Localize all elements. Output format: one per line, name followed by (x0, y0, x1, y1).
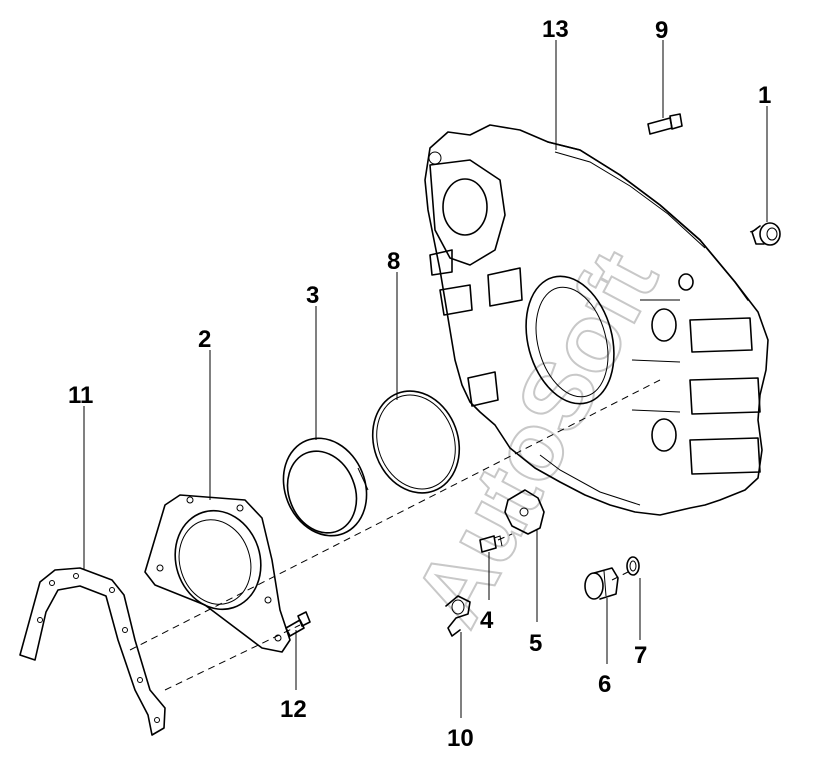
callout-11: 11 (68, 382, 93, 409)
callout-3: 3 (306, 282, 319, 309)
gasket-part (19, 567, 166, 736)
screw-part (285, 611, 311, 637)
callout-1: 1 (758, 82, 771, 109)
callout-labels: 1 2 3 4 5 6 7 8 9 10 11 12 13 (68, 16, 771, 752)
leader-lines (83, 40, 768, 718)
washer-part (626, 556, 640, 576)
plug-part (584, 567, 619, 600)
small-bolt-part (479, 535, 503, 553)
callout-7: 7 (634, 642, 647, 669)
callout-9: 9 (655, 17, 668, 44)
flywheel-housing (424, 124, 769, 516)
callout-4: 4 (480, 607, 494, 634)
callout-13: 13 (542, 16, 569, 43)
nut-part (751, 222, 781, 246)
watermark-text: AutoSoft (394, 234, 679, 642)
callout-2: 2 (198, 326, 211, 353)
clamp-part (445, 595, 471, 637)
cover-plate (504, 489, 545, 535)
large-o-ring (371, 390, 461, 494)
callout-10: 10 (447, 725, 474, 752)
callout-8: 8 (387, 248, 400, 275)
bolt-part (647, 113, 683, 135)
callout-5: 5 (529, 630, 542, 657)
seal-ring (282, 437, 369, 537)
callout-12: 12 (280, 696, 307, 723)
seal-carrier-plate (144, 494, 291, 653)
callout-6: 6 (598, 671, 611, 698)
